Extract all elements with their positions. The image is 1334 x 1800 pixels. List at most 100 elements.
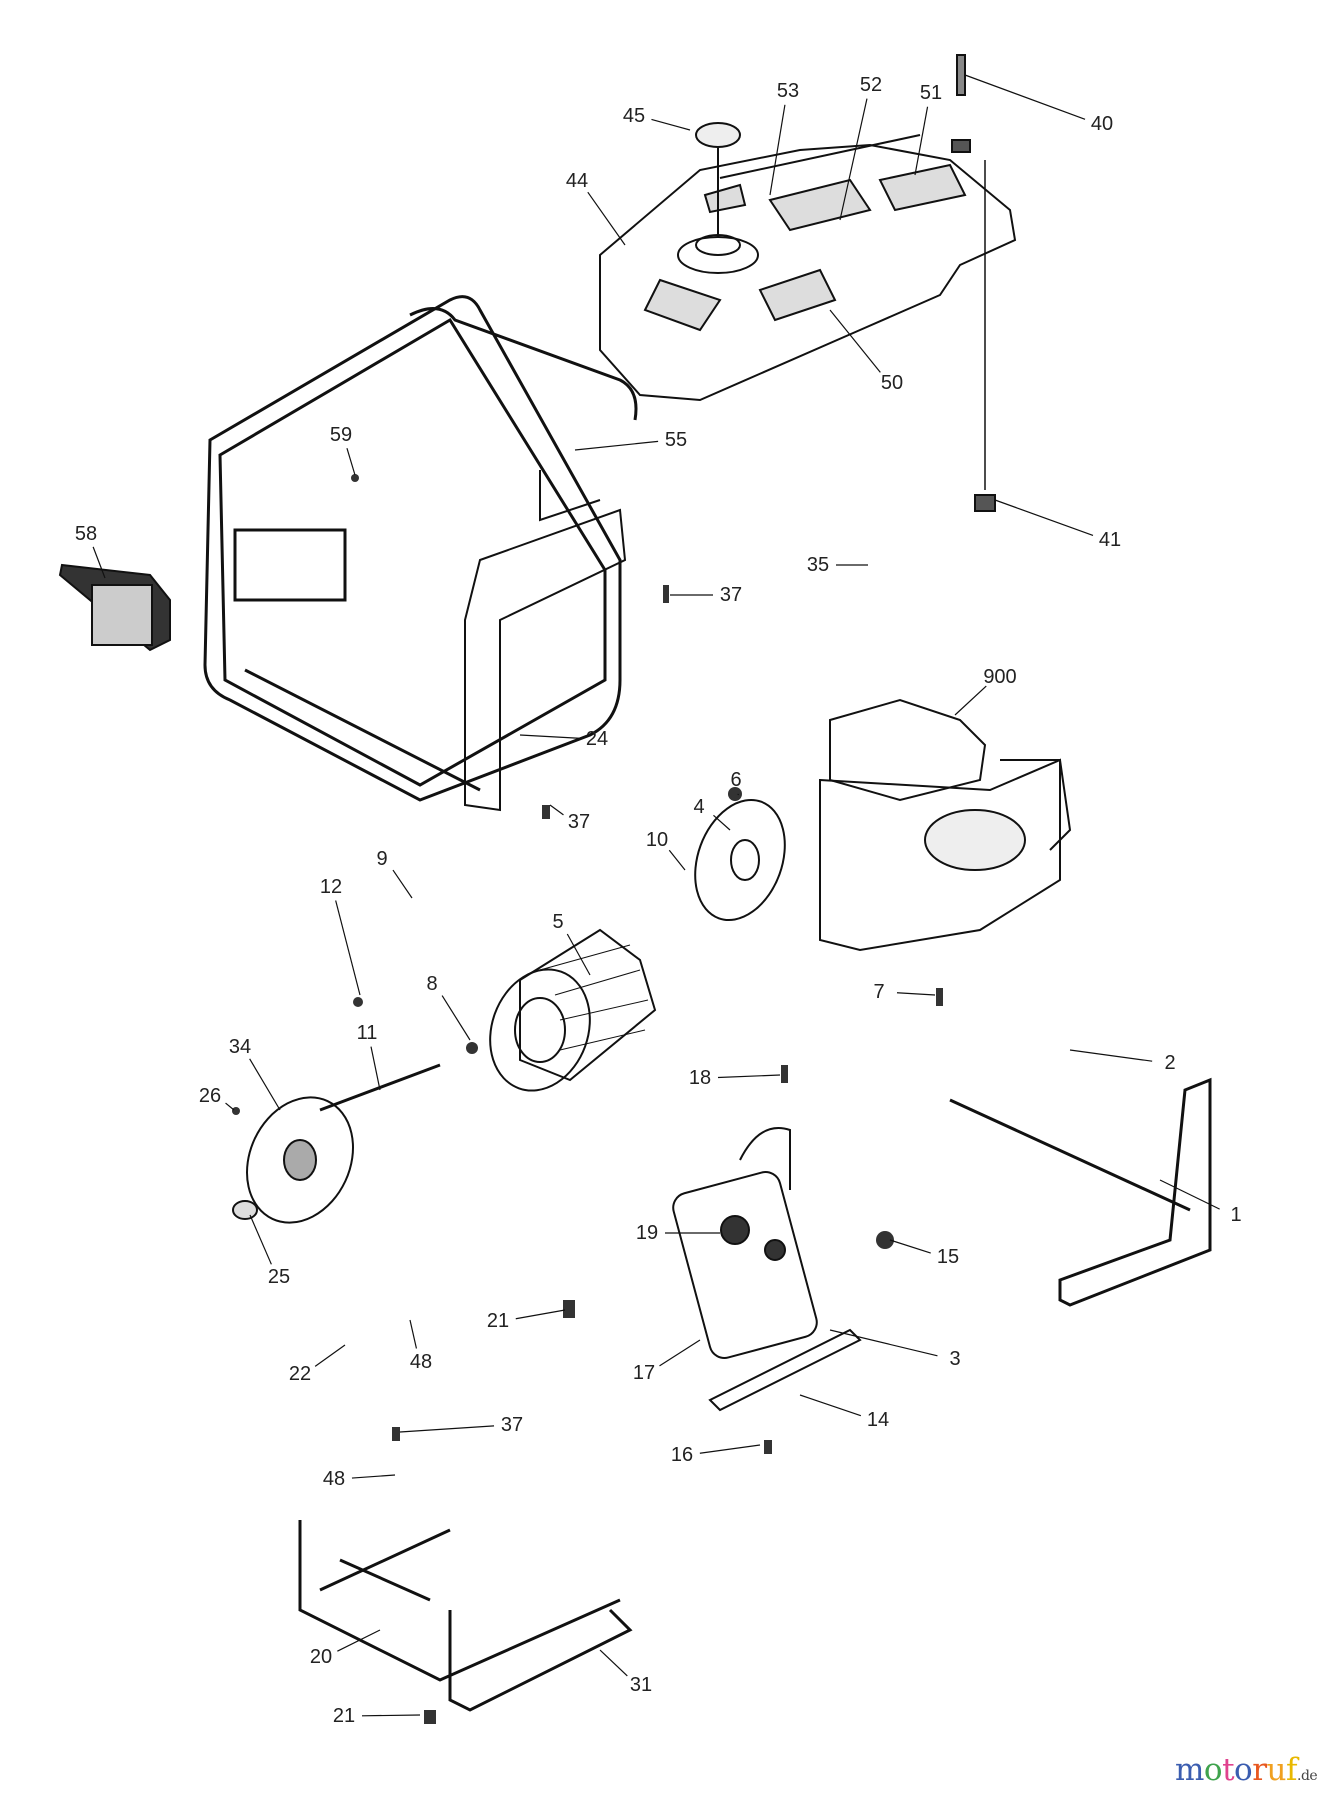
part-label-50: 50 (880, 372, 904, 394)
leader-line (896, 992, 936, 996)
part-label-12: 12 (319, 876, 343, 898)
leader-line (370, 1046, 381, 1091)
leader-line (515, 1309, 566, 1320)
part-label-59: 59 (329, 424, 353, 446)
part-label-9: 9 (376, 848, 388, 870)
motoruf-watermark: motoruf.de (1175, 1752, 1318, 1788)
leader-line (361, 1714, 421, 1717)
leader-line (392, 869, 413, 899)
leader-line (346, 448, 356, 476)
leader-line (519, 734, 580, 739)
leader-line (994, 499, 1094, 536)
leader-line (249, 1058, 281, 1111)
part-label-26: 26 (198, 1085, 222, 1107)
leader-line (964, 74, 1086, 120)
leader-line (839, 98, 868, 221)
part-label-40: 40 (1090, 113, 1114, 135)
part-label-34: 34 (228, 1036, 252, 1058)
part-label-7: 7 (873, 981, 885, 1003)
leader-line (954, 685, 987, 716)
base-leg (298, 1520, 633, 1712)
leader-line (829, 1329, 938, 1357)
logo-letter: r (1252, 1752, 1267, 1788)
part-label-18: 18 (688, 1067, 712, 1089)
leader-line (717, 1074, 781, 1079)
leader-line (659, 1339, 701, 1367)
leader-line (829, 309, 881, 373)
leader-line (399, 1425, 495, 1433)
part-label-8: 8 (426, 973, 438, 995)
leader-line (574, 440, 659, 451)
part-label-6: 6 (730, 769, 742, 791)
part-label-45: 45 (622, 105, 646, 127)
part-label-24: 24 (585, 728, 609, 750)
part-label-21: 21 (486, 1310, 510, 1332)
control-panel (58, 563, 171, 652)
part-label-11: 11 (356, 1022, 378, 1044)
leader-line (409, 1319, 418, 1349)
part-label-25: 25 (267, 1266, 291, 1288)
part-label-3: 3 (949, 1348, 961, 1370)
leader-line (799, 1394, 862, 1417)
part-label-16: 16 (670, 1444, 694, 1466)
logo-letter: o (1203, 1752, 1223, 1788)
leader-line (314, 1344, 346, 1367)
part-label-10: 10 (645, 829, 669, 851)
frame (203, 295, 638, 802)
logo-letter: o (1234, 1752, 1253, 1788)
part-label-37: 37 (567, 811, 591, 833)
part-label-35: 35 (806, 554, 830, 576)
leader-line (92, 546, 106, 579)
part-label-5: 5 (552, 911, 564, 933)
muffler (672, 1127, 818, 1359)
leader-line (889, 1239, 931, 1254)
part-label-1: 1 (1230, 1204, 1242, 1226)
part-label-37: 37 (500, 1414, 524, 1436)
part-label-53: 53 (776, 80, 800, 102)
logo-letter: u (1266, 1752, 1287, 1788)
engine (819, 698, 1072, 952)
part-label-41: 41 (1098, 529, 1122, 551)
leader-line (587, 191, 626, 246)
fasteners (232, 474, 943, 1724)
leader-line (549, 804, 564, 816)
leader-line (1159, 1179, 1220, 1210)
part-label-14: 14 (866, 1409, 890, 1431)
part-label-55: 55 (664, 429, 688, 451)
part-label-20: 20 (309, 1646, 333, 1668)
leader-line (668, 849, 686, 871)
part-label-58: 58 (74, 523, 98, 545)
part-label-4: 4 (693, 796, 705, 818)
part-label-21: 21 (332, 1705, 356, 1727)
part-label-31: 31 (629, 1674, 653, 1696)
leader-line (713, 814, 731, 831)
leader-line (1069, 1049, 1153, 1062)
leader-line (225, 1102, 235, 1111)
part-label-2: 2 (1164, 1052, 1176, 1074)
wheel-leg (949, 1077, 1212, 1307)
leader-line (335, 900, 361, 996)
fuel-tank (599, 122, 1017, 402)
leader-line (651, 118, 691, 131)
part-label-48: 48 (409, 1351, 433, 1373)
leader-line (249, 1214, 272, 1265)
alternator (489, 928, 657, 1092)
part-label-17: 17 (632, 1362, 656, 1384)
leader-line (566, 933, 591, 976)
leader-line (441, 995, 471, 1041)
leader-line (699, 1444, 761, 1454)
logo-letter: m (1175, 1752, 1204, 1788)
logo-letter: f (1286, 1752, 1297, 1788)
part-label-37: 37 (719, 584, 743, 606)
leader-line (599, 1649, 628, 1677)
logo-tld: .de (1297, 1768, 1318, 1784)
part-label-48: 48 (322, 1468, 346, 1490)
leader-line (914, 106, 929, 176)
part-label-19: 19 (635, 1222, 659, 1244)
part-label-51: 51 (919, 82, 943, 104)
leader-line (337, 1629, 381, 1652)
part-label-52: 52 (859, 74, 883, 96)
part-label-44: 44 (565, 170, 589, 192)
